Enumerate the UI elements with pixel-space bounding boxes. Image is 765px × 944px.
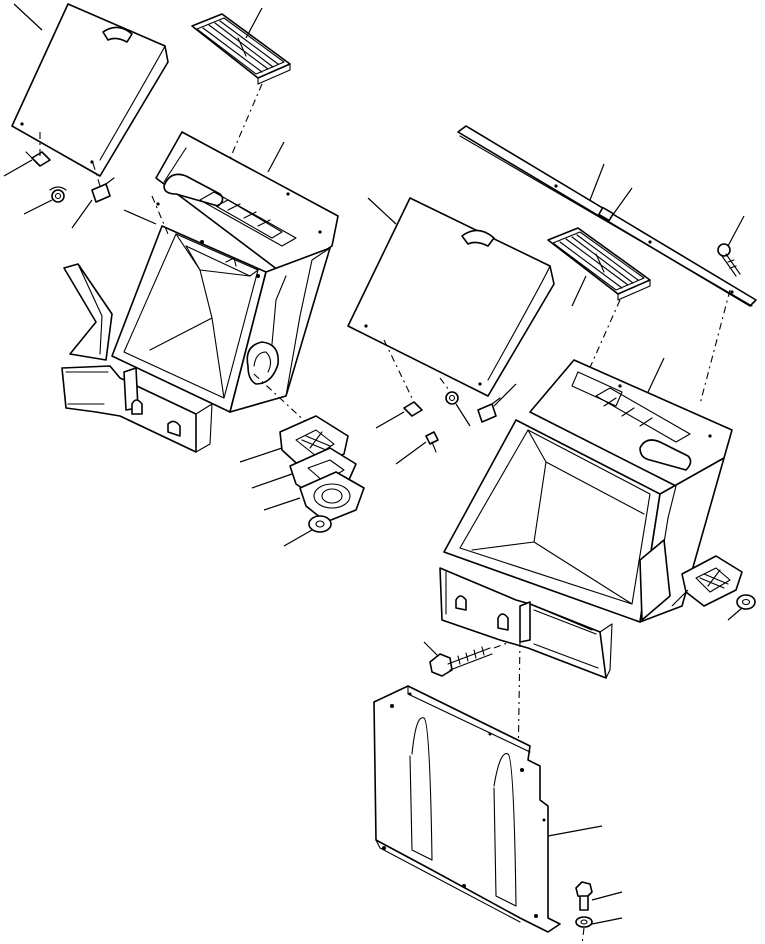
right-vent-grille bbox=[547, 227, 651, 301]
leader-line bbox=[263, 497, 301, 511]
left-console-housing bbox=[61, 131, 339, 453]
leader-line bbox=[23, 199, 53, 215]
alignment-line bbox=[91, 159, 101, 187]
leader-line bbox=[611, 187, 633, 217]
bottom-bolt bbox=[575, 881, 593, 911]
alignment-line bbox=[213, 83, 263, 197]
right-cover-lid bbox=[347, 197, 555, 397]
alignment-line bbox=[581, 927, 585, 944]
leader-line bbox=[367, 197, 397, 225]
leader-line bbox=[239, 447, 283, 463]
leader-line bbox=[13, 3, 43, 31]
bottom-side-panel bbox=[373, 685, 561, 933]
leader-line bbox=[671, 589, 689, 607]
leader-line bbox=[547, 825, 603, 837]
leader-line bbox=[245, 7, 263, 39]
right-nut bbox=[445, 391, 459, 405]
right-bolt bbox=[717, 243, 741, 277]
right-console-housing bbox=[439, 359, 733, 679]
alignment-line bbox=[699, 289, 731, 405]
alignment-line bbox=[493, 641, 511, 649]
leader-line bbox=[727, 607, 743, 621]
leader-line bbox=[591, 891, 623, 901]
leader-line bbox=[3, 159, 33, 177]
leader-line bbox=[395, 441, 427, 465]
alignment-line bbox=[151, 195, 169, 235]
left-cover-lid bbox=[11, 3, 169, 177]
leader-line bbox=[283, 529, 313, 547]
left-nut bbox=[49, 186, 67, 203]
leader-line bbox=[493, 383, 517, 407]
alignment-line bbox=[439, 377, 453, 395]
leader-line bbox=[267, 141, 285, 173]
right-lower-bolt bbox=[429, 646, 493, 677]
leader-line bbox=[71, 199, 93, 229]
left-seal-ring bbox=[299, 471, 365, 523]
left-latch bbox=[25, 151, 51, 167]
leader-line bbox=[571, 275, 587, 307]
leader-line bbox=[647, 357, 665, 393]
leader-line bbox=[591, 917, 623, 925]
right-washer bbox=[736, 594, 756, 610]
right-trim-strip bbox=[457, 125, 757, 307]
leader-line bbox=[423, 641, 439, 657]
leader-line bbox=[589, 163, 605, 201]
right-bolt-small bbox=[425, 431, 439, 453]
leader-line bbox=[375, 411, 405, 429]
left-clip bbox=[91, 177, 115, 203]
bottom-washer bbox=[575, 916, 593, 928]
right-clip bbox=[477, 397, 501, 423]
alignment-line bbox=[253, 373, 311, 427]
leader-line bbox=[251, 473, 293, 489]
right-latch bbox=[403, 401, 423, 417]
left-vent-grille bbox=[191, 13, 291, 85]
leader-line bbox=[123, 209, 157, 225]
left-washer bbox=[308, 515, 332, 533]
leader-line bbox=[727, 215, 745, 247]
alignment-line bbox=[383, 339, 413, 399]
leader-line bbox=[455, 403, 471, 427]
